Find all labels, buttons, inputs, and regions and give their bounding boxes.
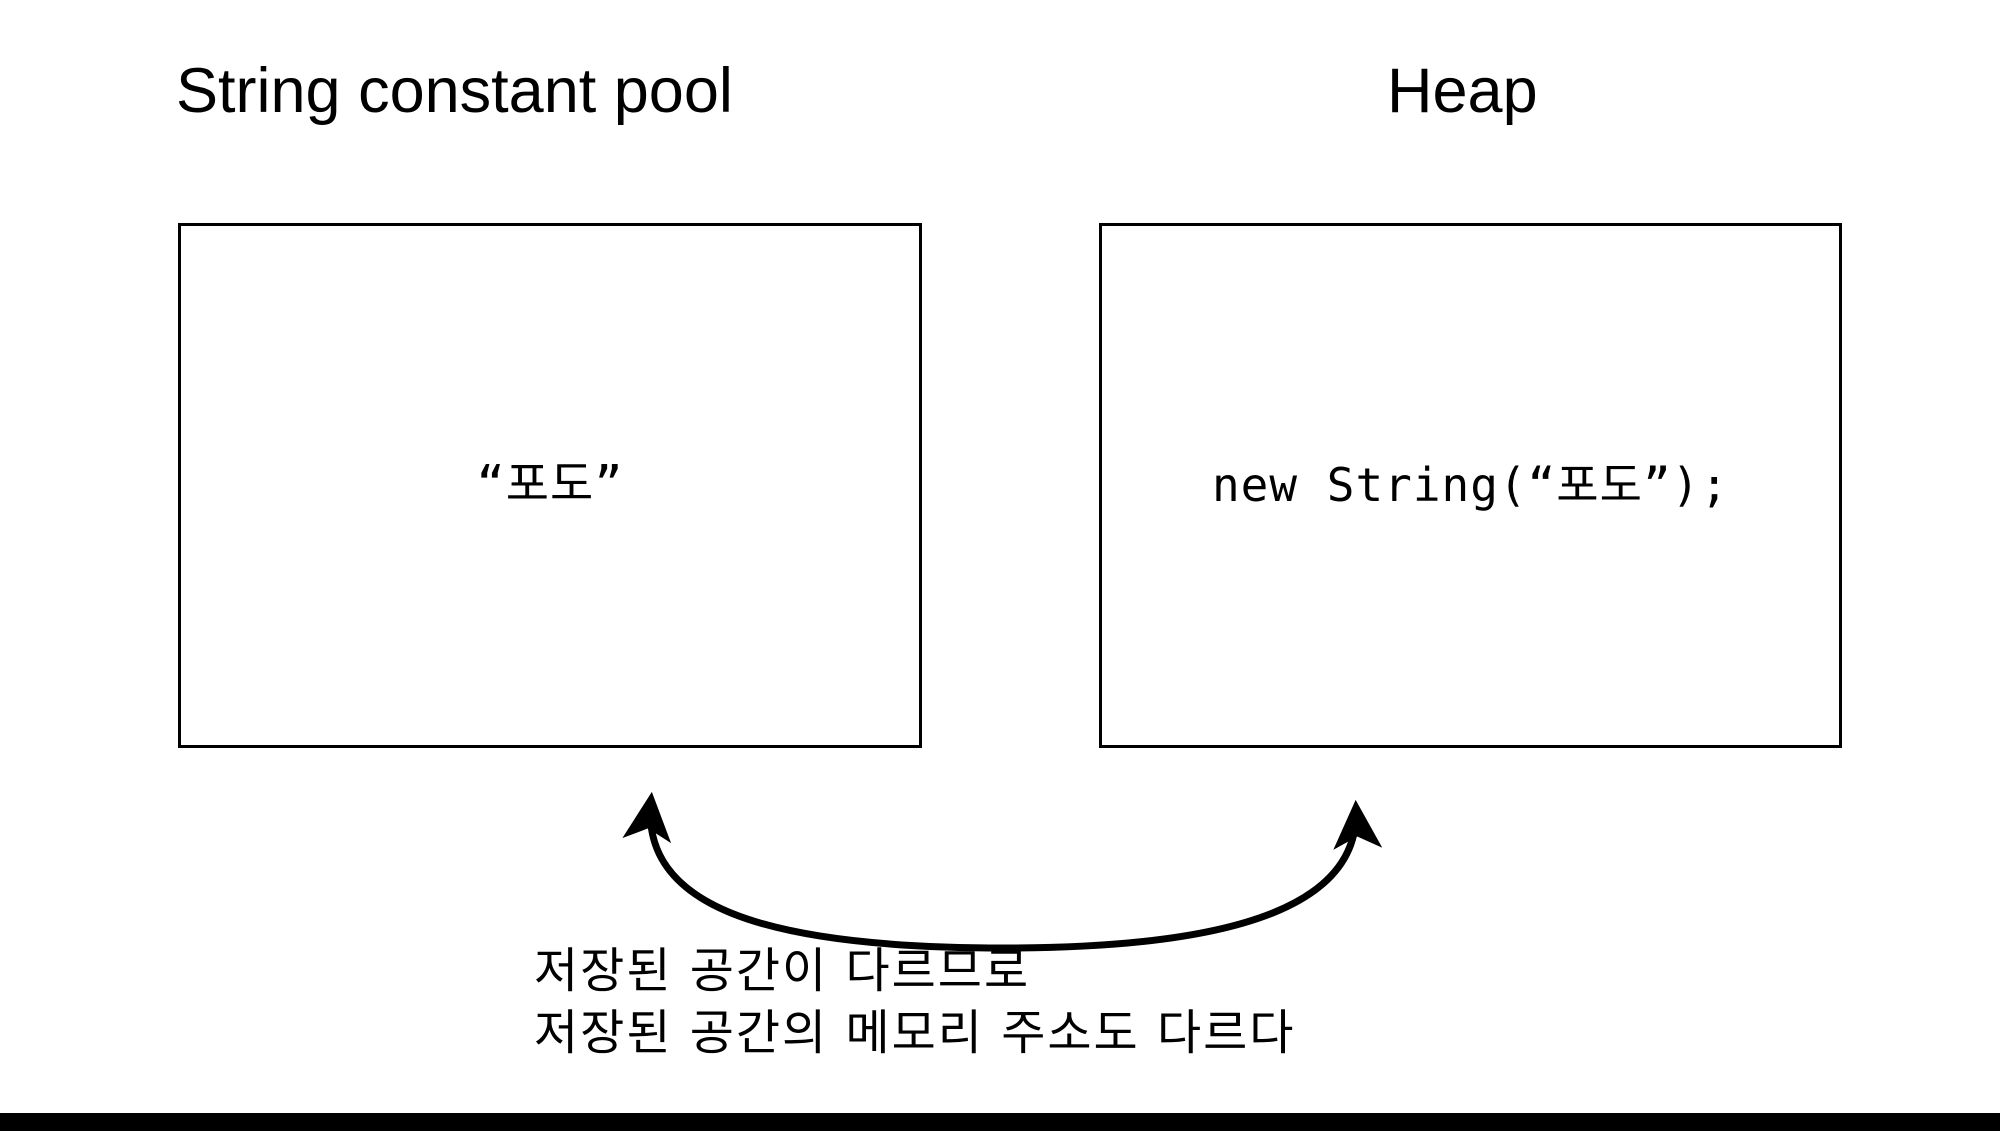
bottom-black-bar <box>0 1113 2000 1131</box>
string-constant-pool-content: “포도” <box>476 457 624 513</box>
heap-content: new String(“포도”); <box>1211 458 1730 513</box>
heading-string-constant-pool: String constant pool <box>176 56 733 126</box>
caption-line-1: 저장된 공간이 다르므로 <box>534 943 1031 999</box>
heading-heap: Heap <box>1387 56 1538 126</box>
arrow-path <box>622 791 1383 952</box>
heap-box: new String(“포도”); <box>1099 223 1842 748</box>
caption-block: 저장된 공간이 다르므로 저장된 공간의 메모리 주소도 다르다 <box>534 940 1295 1065</box>
string-constant-pool-box: “포도” <box>178 223 922 748</box>
caption-line-2: 저장된 공간의 메모리 주소도 다르다 <box>534 1005 1296 1062</box>
